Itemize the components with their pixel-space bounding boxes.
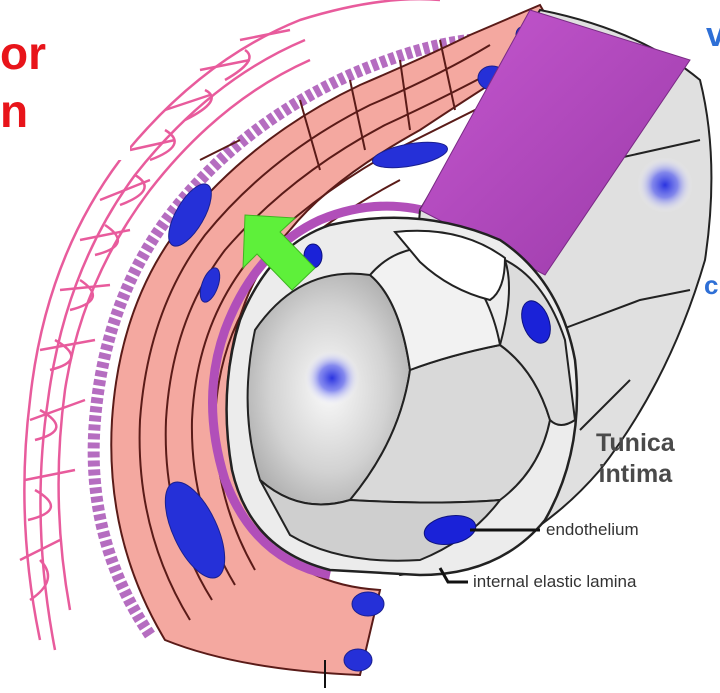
- layer-title: Tunica intima: [596, 428, 675, 491]
- endothelium-label: endothelium: [546, 520, 639, 540]
- layer-title-line2: intima: [596, 459, 675, 490]
- internal-elastic-lamina-label: internal elastic lamina: [473, 572, 636, 592]
- partial-title-line1: or: [0, 30, 46, 76]
- partial-right-text-2: c: [704, 272, 718, 298]
- partial-right-text-1: v: [706, 18, 720, 52]
- partial-title-line2: n: [0, 88, 28, 134]
- endothelial-nucleus: [304, 350, 360, 406]
- outer-cell-nucleus: [637, 157, 693, 213]
- layer-title-line1: Tunica: [596, 428, 675, 459]
